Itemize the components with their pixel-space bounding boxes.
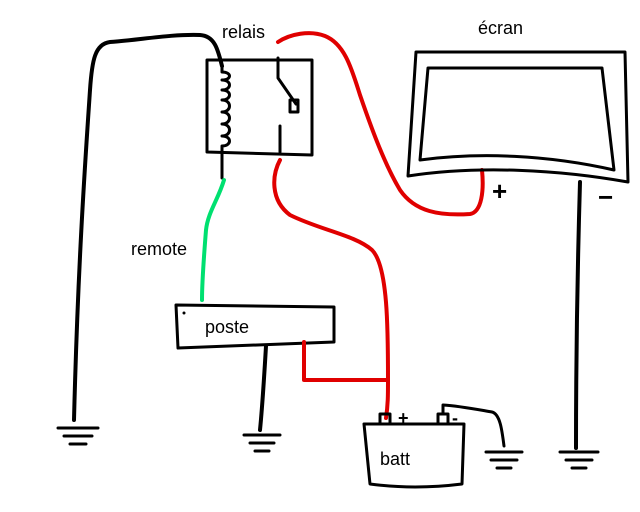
radio-power-wire — [302, 340, 390, 382]
relay-coil — [220, 64, 231, 180]
screen-minus-label: − — [598, 182, 613, 212]
ground-symbol-left — [56, 426, 100, 446]
screen — [406, 50, 630, 184]
relay-switch — [276, 56, 300, 154]
screen-ground-wire — [574, 180, 582, 450]
battery-plus-label: + — [398, 408, 409, 428]
relay-label: relais — [222, 22, 265, 42]
relay — [205, 56, 314, 180]
ground-symbol-screen — [558, 450, 600, 470]
battery-ground-wire — [441, 403, 506, 448]
battery-minus-label: - — [452, 408, 458, 428]
screen-outer — [406, 50, 630, 184]
battery-box — [362, 422, 466, 489]
screen-plus-label: + — [492, 176, 507, 206]
remote-label: remote — [131, 239, 187, 259]
radio-box — [174, 303, 336, 350]
battery — [362, 412, 466, 489]
relay-to-screen-wire — [276, 31, 485, 217]
battery-terminal-pos — [378, 412, 392, 426]
relay-box — [205, 58, 314, 157]
radio-label: poste — [205, 317, 249, 337]
battery-label: batt — [380, 449, 410, 469]
ground-symbol-battery — [484, 450, 524, 470]
ground-symbol-radio — [242, 433, 282, 453]
radio — [174, 303, 336, 350]
remote-wire — [200, 178, 226, 302]
relay-to-battery-wire — [272, 158, 390, 420]
screen-label: écran — [478, 18, 523, 38]
relay-ground-wire — [72, 32, 224, 422]
radio-ground-wire — [258, 344, 268, 432]
screen-inner — [418, 66, 616, 172]
